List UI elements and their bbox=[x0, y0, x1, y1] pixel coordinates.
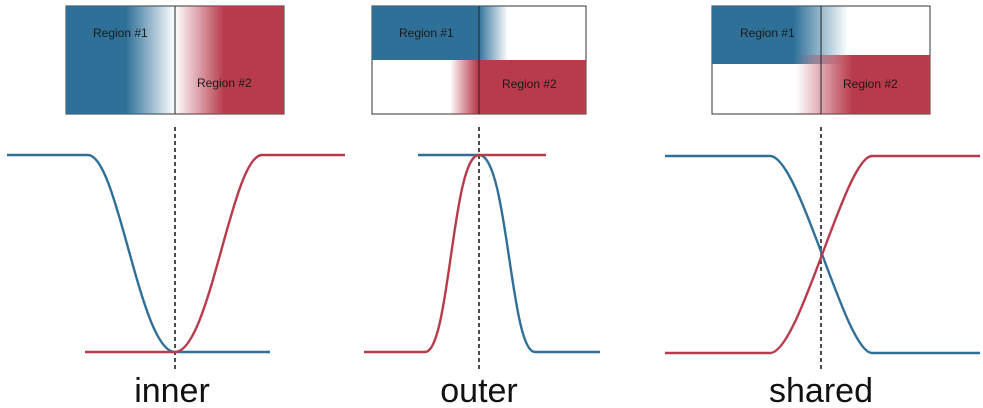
panel-caption: shared bbox=[769, 372, 873, 408]
panel-caption: outer bbox=[440, 372, 518, 408]
region2-weight-curve bbox=[85, 153, 345, 354]
region2-fill bbox=[796, 55, 930, 114]
region1-label: Region #1 bbox=[740, 26, 795, 40]
region2-label: Region #2 bbox=[502, 77, 557, 91]
region2-weight-curve bbox=[364, 153, 546, 354]
region2-fill bbox=[175, 6, 284, 114]
weight-curves-inner bbox=[7, 153, 345, 354]
weight-curves-shared bbox=[665, 154, 980, 355]
region-box-shared: Region #1 Region #2 bbox=[711, 5, 931, 115]
region-box-outer: Region #1 Region #2 bbox=[371, 5, 587, 115]
panel-outer: Region #1 Region #2 outer bbox=[364, 5, 600, 408]
weight-curves-outer bbox=[364, 153, 600, 354]
region2-weight-curve bbox=[665, 154, 980, 355]
panel-shared: Region #1 Region #2 shared bbox=[665, 5, 980, 408]
region1-label: Region #1 bbox=[93, 26, 148, 40]
region1-label: Region #1 bbox=[399, 26, 454, 40]
region-box-inner: Region #1 Region #2 bbox=[65, 5, 285, 115]
region2-fill bbox=[450, 60, 586, 114]
region1-fill bbox=[66, 6, 175, 114]
region1-weight-curve bbox=[7, 153, 270, 354]
region1-weight-curve bbox=[418, 153, 600, 354]
panel-inner: Region #1 Region #2 inner bbox=[7, 5, 345, 408]
region2-label: Region #2 bbox=[197, 76, 252, 90]
region1-fill bbox=[372, 6, 508, 60]
region1-fill bbox=[712, 6, 848, 64]
region2-label: Region #2 bbox=[843, 77, 898, 91]
panel-caption: inner bbox=[134, 372, 210, 408]
